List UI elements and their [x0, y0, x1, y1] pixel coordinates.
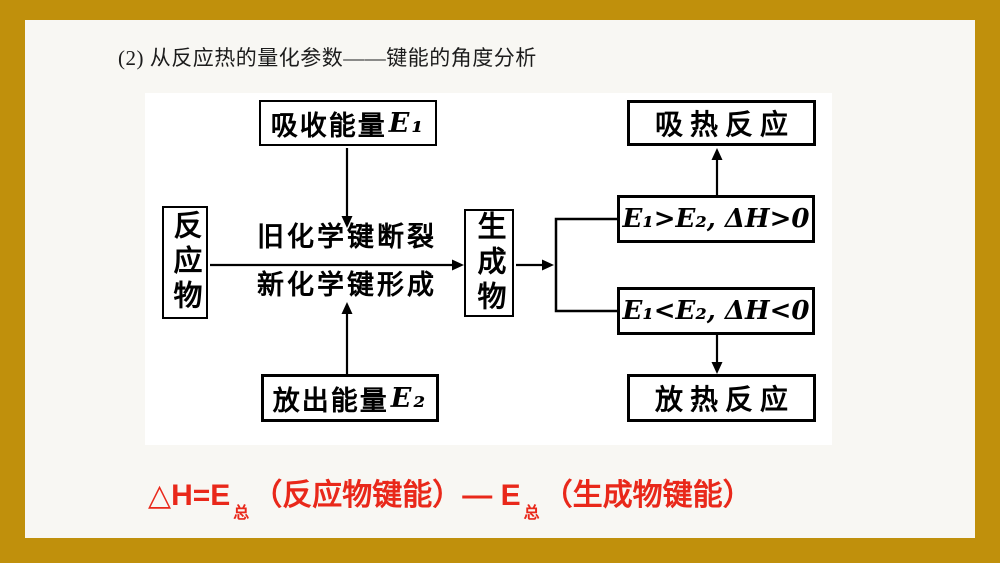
bond-forming-line: 新化学键形成 — [257, 270, 437, 300]
formula-subscript-total-1: 总 — [233, 505, 250, 522]
reactant-label: 反应物 — [169, 210, 201, 315]
slide-content-area: (2) 从反应热的量化参数——键能的角度分析 — [25, 20, 975, 538]
box-condition-e1-less: E₁<E₂, ΔH<0 — [617, 287, 815, 335]
condition-lt-text: E₁<E₂, ΔH<0 — [622, 296, 810, 326]
flow-arrows — [210, 148, 723, 374]
box-exothermic-reaction: 放热反应 — [627, 374, 816, 422]
arrow-absorb-down — [341, 148, 353, 228]
bond-change-text: 旧化学键断裂 新化学键形成 — [247, 213, 447, 309]
box-endothermic-reaction: 吸热反应 — [627, 100, 816, 146]
arrow-release-up — [341, 302, 353, 374]
exothermic-label: 放热反应 — [654, 385, 795, 416]
absorb-energy-label: 吸收能量 — [270, 110, 387, 141]
arrow-to-endothermic — [711, 148, 723, 195]
arrow-product-to-branch — [516, 259, 554, 271]
slide-title: (2) 从反应热的量化参数——键能的角度分析 — [118, 46, 537, 70]
release-energy-label: 放出能量 — [272, 385, 389, 416]
condition-gt-text: E₁>E₂, ΔH>0 — [622, 204, 810, 234]
enthalpy-formula: △H=E总（反应物键能）— E总（生成物键能） — [148, 470, 753, 522]
product-label: 生成物 — [473, 210, 505, 316]
box-product: 生成物 — [464, 209, 514, 317]
bond-breaking-line: 旧化学键断裂 — [257, 222, 437, 252]
formula-subscript-total-2: 总 — [523, 505, 540, 522]
branch-bracket — [554, 217, 617, 313]
formula-part1: △H=E — [148, 479, 231, 512]
absorb-energy-symbol: E₁ — [388, 107, 426, 139]
box-condition-e1-greater: E₁>E₂, ΔH>0 — [617, 195, 815, 243]
arrow-reactant-to-product — [210, 259, 464, 271]
formula-part2: （反应物键能）— E — [252, 479, 521, 512]
box-reactant: 反应物 — [162, 206, 208, 319]
endothermic-label: 吸热反应 — [654, 110, 795, 141]
release-energy-symbol: E₂ — [390, 382, 428, 414]
arrow-to-exothermic — [711, 335, 723, 374]
formula-part3: （生成物键能） — [542, 479, 753, 512]
